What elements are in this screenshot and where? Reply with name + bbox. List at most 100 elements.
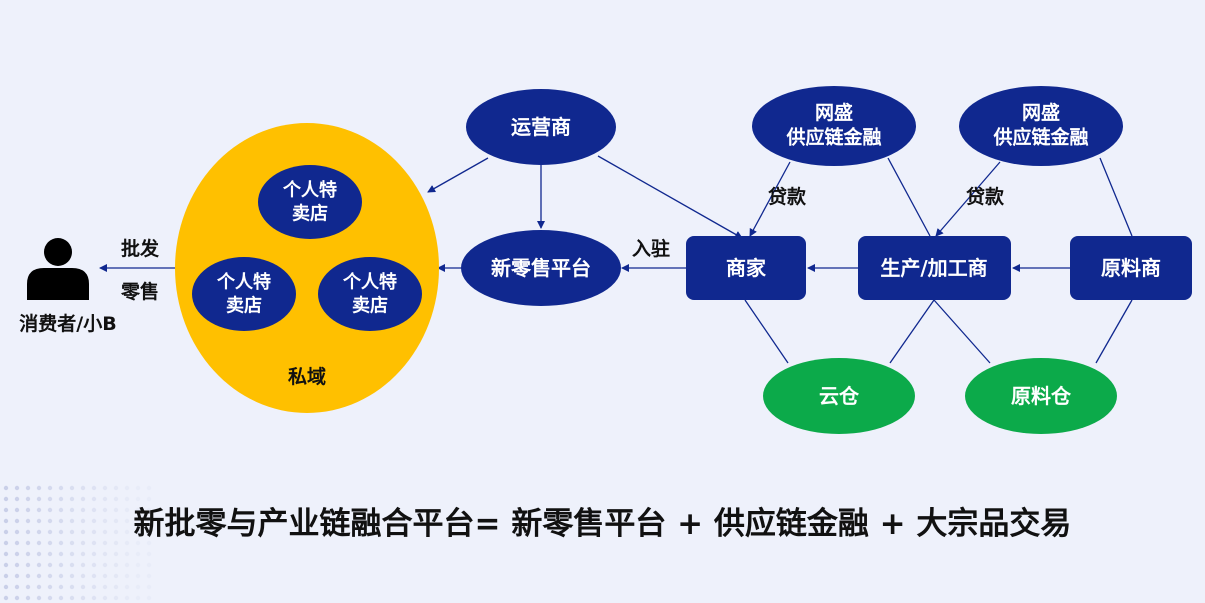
decor-dot: [124, 551, 130, 557]
raw-warehouse-node: 原料仓: [965, 358, 1117, 434]
decor-dot: [14, 540, 20, 546]
decor-dot: [124, 573, 130, 579]
decor-dot: [58, 584, 64, 590]
decor-dot: [69, 507, 75, 513]
store-3-label: 个人特卖店: [342, 271, 397, 316]
raw-supplier-node: 原料商: [1070, 236, 1192, 300]
decor-dot: [36, 595, 42, 601]
decor-dot: [80, 529, 86, 535]
decor-dot: [47, 584, 53, 590]
formula-headline: 新批零与产业链融合平台= 新零售平台 + 供应链金融 + 大宗品交易: [133, 506, 1072, 542]
consumer-label: 消费者/小B: [19, 312, 116, 335]
decor-dot: [69, 573, 75, 579]
store-1-label: 个人特卖店: [282, 179, 337, 224]
decor-dot: [3, 507, 9, 513]
decor-dot: [69, 562, 75, 568]
decor-dot: [80, 518, 86, 524]
private-domain-label: 私域: [288, 365, 326, 388]
decor-dot: [80, 551, 86, 557]
decor-dot: [14, 518, 20, 524]
decor-dot: [80, 485, 86, 491]
decor-dot: [102, 518, 108, 524]
arrow-finance2-to-producer: [935, 161, 1001, 237]
decor-dot: [69, 529, 75, 535]
decor-dot: [36, 485, 42, 491]
decor-dot: [25, 584, 31, 590]
decor-dot: [146, 562, 152, 568]
person-icon: [27, 238, 89, 300]
decor-dot: [91, 562, 97, 568]
decor-dot: [25, 496, 31, 502]
decor-dot: [124, 595, 130, 601]
decor-dot: [3, 573, 9, 579]
decor-dot: [25, 551, 31, 557]
decor-dot: [91, 584, 97, 590]
decor-dot: [146, 518, 152, 524]
decor-dot: [69, 595, 75, 601]
decor-dot: [102, 573, 108, 579]
loan-label-1: 贷款: [768, 185, 807, 208]
decor-dot: [146, 551, 152, 557]
decor-dot: [25, 595, 31, 601]
decor-dot: [146, 529, 152, 535]
arrow-finance1-to-merchant: [749, 161, 791, 237]
decor-dot: [91, 507, 97, 513]
decor-dot: [80, 595, 86, 601]
decor-dot: [102, 529, 108, 535]
decor-dot: [135, 584, 141, 590]
decor-dot: [25, 529, 31, 535]
decor-dot: [91, 529, 97, 535]
decor-dot: [3, 551, 9, 557]
decor-dot: [58, 507, 64, 513]
decor-dot: [124, 518, 130, 524]
decor-dot: [47, 529, 53, 535]
decor-dot: [25, 562, 31, 568]
decor-dot: [124, 562, 130, 568]
decor-dot: [58, 529, 64, 535]
decor-dot: [113, 584, 119, 590]
new-retail-platform-label: 新零售平台: [491, 256, 591, 280]
decor-dot: [47, 573, 53, 579]
decor-dot: [36, 562, 42, 568]
decor-dot: [47, 518, 53, 524]
decor-dot: [25, 518, 31, 524]
decor-dot: [102, 595, 108, 601]
decor-dot: [36, 584, 42, 590]
decor-dot: [69, 551, 75, 557]
decor-dot: [113, 551, 119, 557]
decor-dot: [25, 540, 31, 546]
decor-dot: [47, 496, 53, 502]
decor-dot: [58, 562, 64, 568]
decor-dot: [124, 507, 130, 513]
decor-dot: [146, 507, 152, 513]
decor-dot: [135, 573, 141, 579]
decor-dot: [124, 540, 130, 546]
line-merchant-to-cloudwh: [744, 299, 789, 364]
decor-dot: [58, 540, 64, 546]
decor-dot: [113, 485, 119, 491]
decor-dot: [135, 507, 141, 513]
decor-dot: [80, 562, 86, 568]
decor-dot: [69, 584, 75, 590]
decor-dot: [146, 584, 152, 590]
decor-dot: [14, 551, 20, 557]
consumer: 消费者/小B: [19, 238, 117, 335]
connectors: [99, 155, 1133, 364]
decor-dot: [69, 540, 75, 546]
decor-dot: [146, 573, 152, 579]
decor-dot: [91, 485, 97, 491]
operator-node: 运营商: [466, 89, 616, 165]
decor-dot: [58, 518, 64, 524]
decor-dot: [146, 496, 152, 502]
decor-dot: [69, 485, 75, 491]
decor-dot: [36, 551, 42, 557]
store-node-3: [318, 257, 422, 331]
decor-dot: [91, 518, 97, 524]
decor-dot: [58, 496, 64, 502]
decor-dot: [102, 507, 108, 513]
decor-dot: [135, 595, 141, 601]
retail-label: 零售: [120, 280, 159, 303]
arrow-operator-to-merchant: [597, 155, 743, 239]
decor-dot: [36, 496, 42, 502]
loan-label-2: 贷款: [966, 185, 1005, 208]
